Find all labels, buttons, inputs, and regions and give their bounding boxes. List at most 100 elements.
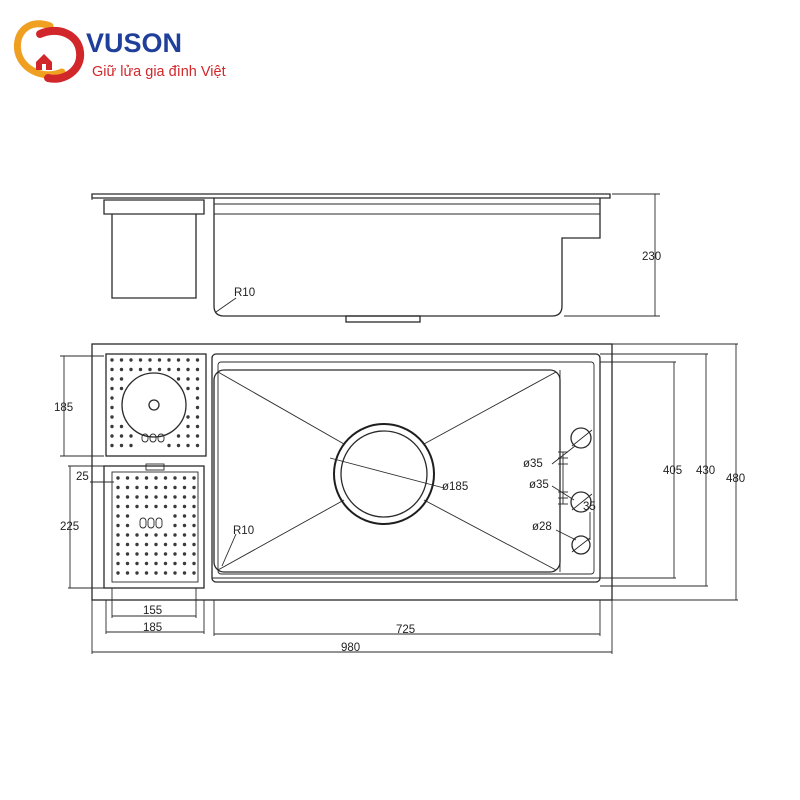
perforation-hole (173, 514, 177, 518)
perforation-hole (144, 485, 149, 490)
perforation-hole (110, 415, 114, 419)
perforation-hole (154, 476, 158, 480)
perforation-hole (119, 434, 124, 438)
perforation-hole (186, 386, 190, 391)
left-lower-height-label: 225 (60, 521, 79, 533)
perforation-hole (195, 443, 200, 448)
perforation-hole (110, 367, 114, 372)
perforation-hole (144, 476, 149, 480)
perforation-hole (148, 367, 152, 372)
perforation-hole (163, 542, 168, 547)
perforation-hole (116, 476, 120, 480)
perforation-hole (173, 485, 177, 490)
perforation-hole (116, 514, 120, 518)
perforation-hole (192, 485, 196, 490)
perforation-hole (135, 571, 139, 575)
width-980-label: 980 (341, 642, 360, 654)
perforation-hole (135, 542, 139, 547)
perforation-hole (125, 485, 130, 490)
perforation-hole (129, 434, 133, 438)
perforation-hole (182, 495, 187, 499)
perforation-hole (116, 495, 120, 499)
perforation-hole (125, 542, 130, 547)
width-725-label: 725 (396, 624, 415, 636)
left-upper-height-label: 185 (54, 402, 73, 414)
depth-430-label: 430 (696, 465, 715, 477)
perforation-hole (119, 377, 124, 381)
perforation-hole (154, 571, 158, 575)
perforation-hole (163, 476, 168, 480)
drain-diameter-label: ø185 (442, 481, 468, 493)
perforation-hole (125, 571, 130, 575)
perforation-hole (186, 367, 190, 372)
perforation-hole (182, 552, 187, 556)
perforation-hole (135, 561, 139, 566)
perforation-hole (192, 542, 196, 547)
perforation-hole (176, 367, 181, 372)
perforation-hole (116, 561, 120, 566)
perforation-hole (163, 561, 168, 566)
perforation-hole (173, 533, 177, 537)
perforation-hole (110, 396, 114, 400)
perforation-hole (125, 495, 130, 499)
perforation-hole (116, 533, 120, 537)
perforation-hole (110, 405, 114, 410)
perforation-hole (186, 415, 190, 419)
side-height-label: 230 (642, 251, 661, 263)
perforation-hole (125, 476, 130, 480)
perforation-hole (119, 386, 124, 391)
perforation-hole (110, 443, 114, 448)
perforation-hole (176, 443, 181, 448)
perforation-hole (182, 523, 187, 528)
perforation-hole (144, 542, 149, 547)
perforation-hole (195, 358, 200, 362)
perforation-hole (125, 552, 130, 556)
perforation-hole (186, 443, 190, 448)
width-185-label: 185 (143, 622, 162, 634)
offset-label: 25 (76, 471, 89, 483)
perforation-hole (135, 485, 139, 490)
perforation-hole (110, 377, 114, 381)
perforation-hole (195, 424, 200, 429)
perforation-hole (154, 561, 158, 566)
perforation-hole (116, 523, 120, 528)
perforation-hole (173, 561, 177, 566)
perforation-hole (129, 443, 133, 448)
perforation-hole (116, 504, 120, 509)
perforation-hole (144, 533, 149, 537)
perforation-hole (186, 377, 190, 381)
perforation-hole (154, 495, 158, 499)
perforation-hole (195, 367, 200, 372)
perforation-hole (173, 552, 177, 556)
perforation-hole (192, 504, 196, 509)
top-radius-label: R10 (233, 525, 254, 537)
perforation-hole (192, 523, 196, 528)
perforation-hole (195, 377, 200, 381)
perforation-hole (173, 571, 177, 575)
perforation-hole (182, 476, 187, 480)
perforation-hole (110, 386, 114, 391)
perforation-hole (135, 533, 139, 537)
side-view: R10 230 (91, 193, 661, 323)
perforation-hole (125, 523, 130, 528)
perforation-hole (182, 504, 187, 509)
perforation-hole (163, 552, 168, 556)
perforation-hole (195, 405, 200, 410)
perforation-hole (167, 443, 171, 448)
perforation-hole (135, 552, 139, 556)
perforation-hole (116, 485, 120, 490)
perforation-hole (163, 533, 168, 537)
perforation-hole (116, 542, 120, 547)
perforation-hole (173, 542, 177, 547)
perforation-hole (135, 504, 139, 509)
perforation-hole (176, 358, 181, 362)
depth-480-label: 480 (726, 473, 745, 485)
perforation-hole (192, 552, 196, 556)
perforation-hole (119, 424, 124, 429)
top-view: ø185 ø35 ø35 35 ø28 R10 (54, 343, 745, 654)
perforation-hole (148, 358, 152, 362)
perforation-hole (182, 485, 187, 490)
perforation-hole (195, 415, 200, 419)
perforation-hole (182, 542, 187, 547)
